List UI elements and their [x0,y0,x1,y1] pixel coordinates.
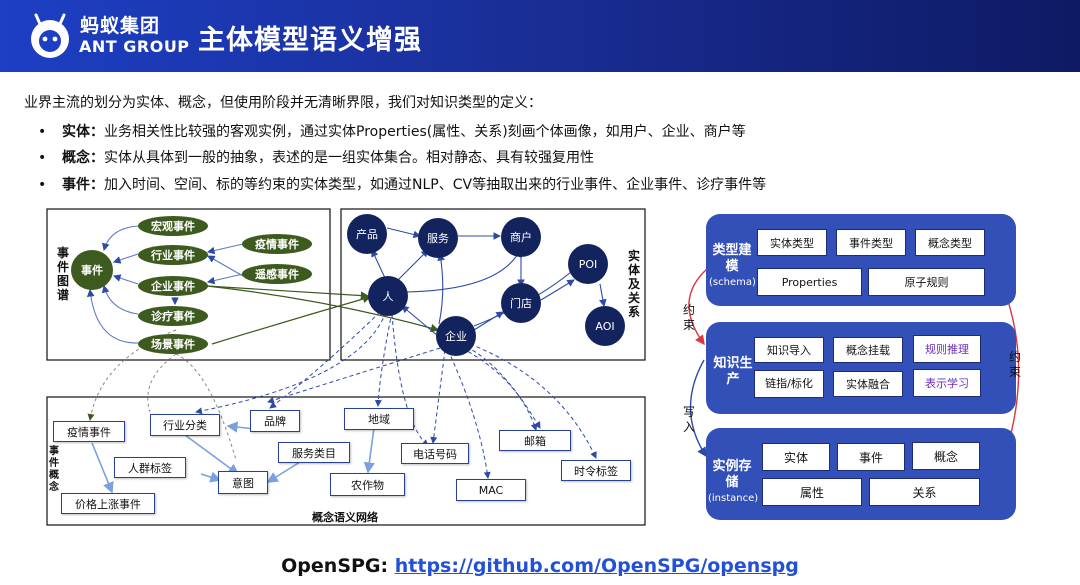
logo-text-cn: 蚂蚁集团 [80,15,161,37]
bullet-term: 实体： [62,124,104,140]
concept-network-frame [46,396,646,526]
bullet-text: 业务相关性比较强的客观实例，通过实体Properties(属性、关系)刻画个体画… [104,124,746,140]
instance-concept: 概念 [912,442,980,470]
event-node-macro: 宏观事件 [138,216,208,236]
production-import: 知识导入 [754,337,824,363]
concept-network-title: 概念语义网络 [312,511,378,524]
concept-node-phone: 电话号码 [401,443,469,464]
concept-node-crowd-tag: 人群标签 [114,457,186,478]
bullet-entity: •实体：业务相关性比较强的客观实例，通过实体Properties(属性、关系)刻… [38,124,746,140]
schema-entity-type: 实体类型 [757,229,827,256]
entity-edges [371,227,607,337]
concept-node-price-rise: 价格上涨事件 [61,493,155,514]
entity-graph-frame [340,208,646,361]
event-graph-frame [46,208,331,361]
entity-node-merchant: 商户 [501,217,541,257]
constraint-left-label: 约束 [682,303,695,332]
event-node-medical: 诊疗事件 [138,306,208,326]
instance-attribute: 属性 [762,478,862,506]
production-representation: 表示学习 [913,369,981,397]
concept-node-crop: 农作物 [330,473,405,496]
entity-node-service: 服务 [418,218,458,258]
concept-node-service-category: 服务类目 [278,442,350,463]
header-banner: 蚂蚁集团 ANT GROUP 主体模型语义增强 [0,0,1080,72]
concept-side-label: 事件概念 [49,446,59,493]
event-node-remote-sensing: 遥感事件 [242,264,312,284]
production-fusion: 实体融合 [833,371,903,397]
production-mount: 概念挂载 [833,337,903,363]
schema-concept-type: 概念类型 [915,229,985,256]
bullet-text: 实体从具体到一般的抽象，表述的是一组实体集合。相对静态、具有较强复用性 [104,150,594,166]
event-node-enterprise: 企业事件 [138,276,208,296]
schema-event-type: 事件类型 [836,229,906,256]
production-linking: 链指/标化 [754,370,824,398]
schema-label: 类型建模(schema) [709,243,756,288]
event-node-industry: 行业事件 [138,245,208,265]
instance-relation: 关系 [869,478,980,506]
entity-graph-label: 实体及关系 [627,249,640,319]
footer-prefix: OpenSPG: [281,555,395,577]
bullet-text: 加入时间、空间、标的等约束的实体类型，如通过NLP、CV等抽取出来的行业事件、企… [104,177,767,193]
instance-entity: 实体 [762,443,830,471]
instance-event: 事件 [837,443,905,471]
concept-node-region: 地域 [344,408,414,430]
write-label: 写入 [682,405,695,434]
openspg-link[interactable]: https://github.com/OpenSPG/openspg [394,555,799,577]
bullet-event: •事件：加入时间、空间、标的等约束的实体类型，如通过NLP、CV等抽取出来的行业… [38,177,767,193]
intro-text: 业界主流的划分为实体、概念，但使用阶段并无清晰界限，我们对知识类型的定义： [24,95,542,111]
bullet-term: 概念： [62,150,104,166]
concept-node-industry-class: 行业分类 [150,414,220,436]
instance-label: 实例存储(instance) [708,459,759,504]
concept-node-mac: MAC [456,479,526,501]
production-label: 知识生产 [713,356,753,387]
event-concept-dashed-edges [87,329,237,461]
entity-node-poi: POI [568,244,608,284]
entity-node-enterprise: 企业 [436,316,476,356]
entity-node-product: 产品 [347,214,387,254]
concept-node-brand: 品牌 [250,410,300,432]
event-center-node: 事件 [71,250,113,290]
entity-node-store: 门店 [501,283,541,323]
bullet-concept: •概念：实体从具体到一般的抽象，表述的是一组实体集合。相对静态、具有较强复用性 [38,150,594,166]
entity-node-aoi: AOI [585,306,625,346]
entity-node-person: 人 [368,276,408,316]
constraint-right-label: 约束 [1008,350,1021,379]
event-edges [86,225,244,344]
bullet-term: 事件： [62,177,104,193]
production-rule-reasoning: 规则推理 [913,335,981,363]
event-entity-edges [206,285,440,345]
concept-node-email: 邮箱 [499,430,571,451]
event-node-epidemic: 疫情事件 [242,234,312,254]
schema-properties: Properties [757,268,862,296]
schema-atomic-rules: 原子规则 [868,268,985,296]
logo-text-en: ANT GROUP [79,37,190,56]
event-graph-label: 事件图谱 [56,246,69,302]
concept-node-intent: 意图 [218,471,268,494]
footer: OpenSPG: https://github.com/OpenSPG/open… [0,555,1080,577]
event-node-scene: 场景事件 [138,334,208,354]
ant-logo-icon [31,13,69,58]
concept-dashed-edges [195,311,597,479]
concept-node-epidemic: 疫情事件 [53,421,125,442]
page-title: 主体模型语义增强 [198,25,422,56]
concept-node-season-tag: 时令标签 [561,460,631,481]
